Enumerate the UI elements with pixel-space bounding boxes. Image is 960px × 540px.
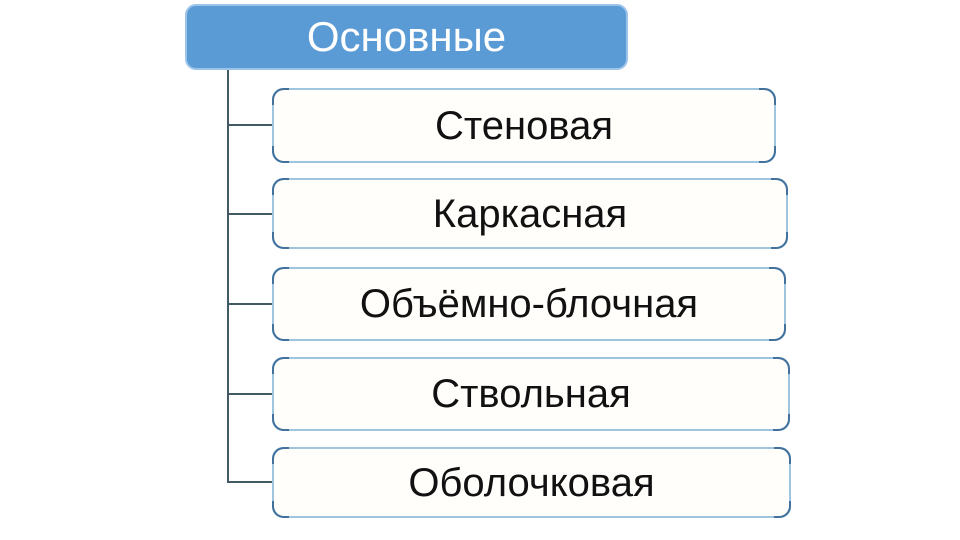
tree-node-label: Объёмно-блочная [359, 282, 699, 326]
corner-accent [774, 447, 791, 464]
corner-accent [272, 414, 289, 431]
connector-branch-line [227, 481, 273, 483]
corner-accent [769, 267, 786, 284]
corner-accent [272, 324, 289, 341]
connector-branch-line [227, 124, 273, 126]
corner-accent [759, 88, 776, 105]
corner-accent [773, 414, 790, 431]
tree-node-stvolnaya[interactable]: Ствольная [272, 357, 790, 431]
connector-branch-line [227, 213, 273, 215]
corner-accent [774, 501, 791, 518]
corner-accent [272, 88, 289, 105]
corner-accent [272, 501, 289, 518]
tree-root-label: Основные [306, 13, 507, 60]
corner-accent [771, 232, 788, 249]
tree-node-label: Ствольная [431, 372, 631, 416]
corner-accent [759, 146, 776, 163]
connector-trunk-line [227, 70, 229, 482]
tree-node-karkasnaya[interactable]: Каркасная [272, 178, 788, 249]
tree-node-label: Каркасная [432, 191, 628, 236]
tree-node-label: Оболочковая [408, 460, 655, 505]
corner-accent [272, 357, 289, 374]
tree-node-obolochkovaya[interactable]: Оболочковая [272, 447, 791, 518]
corner-accent [272, 146, 289, 163]
corner-accent [272, 232, 289, 249]
tree-node-label: Стеновая [434, 103, 614, 148]
corner-accent [272, 178, 289, 195]
tree-root-node[interactable]: Основные [185, 4, 628, 70]
connector-branch-line [227, 303, 273, 305]
connector-branch-line [227, 393, 273, 395]
tree-node-obyomno-blochnaya[interactable]: Объёмно-блочная [272, 267, 786, 341]
corner-accent [773, 357, 790, 374]
corner-accent [771, 178, 788, 195]
corner-accent [769, 324, 786, 341]
corner-accent [272, 447, 289, 464]
tree-node-stenovaya[interactable]: Стеновая [272, 88, 776, 163]
corner-accent [272, 267, 289, 284]
